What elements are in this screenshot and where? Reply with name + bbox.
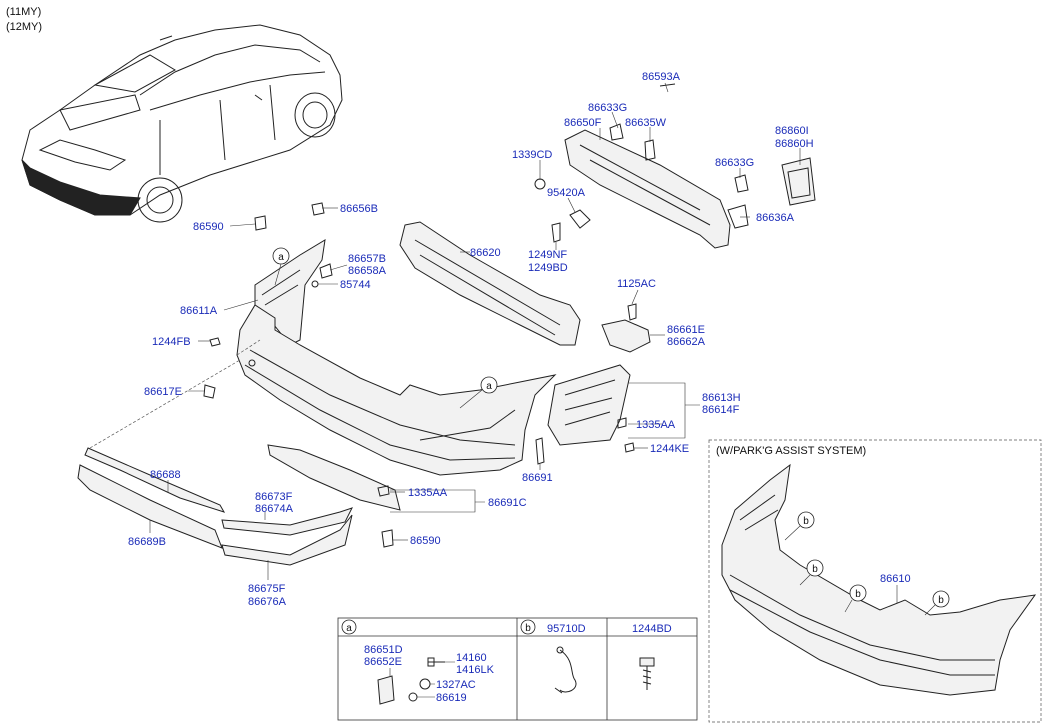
label-1249NF: 1249NF: [528, 249, 567, 261]
svg-text:a: a: [486, 381, 492, 392]
label-85744: 85744: [340, 279, 371, 291]
label-86688: 86688: [150, 469, 181, 481]
label-86610: 86610: [880, 573, 911, 585]
label-1335AA-b: 1335AA: [408, 487, 448, 499]
screw-85744: [311, 280, 319, 288]
callout-a-lower: a: [459, 376, 498, 409]
bolt-1249NF: [551, 222, 561, 243]
label-86673F: 86673F: [255, 491, 293, 503]
garnish-86689B: [77, 464, 223, 549]
bracket-86636A: [727, 204, 749, 229]
screw-1244KE: [624, 442, 635, 453]
nut-1335AA-b: [377, 485, 390, 497]
bracket-86860: [781, 157, 816, 206]
label-86676A: 86676A: [248, 596, 287, 608]
label-86691: 86691: [522, 472, 553, 484]
label-86614F: 86614F: [702, 404, 740, 416]
legend-14160: 14160: [456, 652, 487, 664]
strip-86675F: [221, 514, 353, 566]
label-86620: 86620: [470, 247, 501, 259]
label-86860I: 86860I: [775, 125, 809, 137]
label-1125AC: 1125AC: [617, 278, 656, 290]
part-86657B: [319, 263, 333, 279]
legend-86651D: 86651D: [364, 644, 403, 656]
label-1244FB: 1244FB: [152, 336, 191, 348]
label-86650F: 86650F: [564, 117, 602, 129]
clip-86633G-b: [734, 174, 749, 193]
bolt-86691: [535, 437, 545, 465]
svg-text:b: b: [812, 564, 818, 575]
park-assist-frame: [708, 439, 1042, 723]
legend-col-a: a: [346, 623, 352, 634]
svg-text:a: a: [278, 252, 284, 263]
label-86656B: 86656B: [340, 203, 378, 215]
label-86662A: 86662A: [667, 336, 706, 348]
car-illustration: [21, 24, 343, 223]
label-86633G-b: 86633G: [715, 157, 754, 169]
rear-bumper-beam-bracket: [564, 129, 731, 249]
label-86636A: 86636A: [756, 212, 795, 224]
cap-86617E: [203, 384, 216, 399]
garnish-86688: [84, 447, 226, 513]
label-86675F: 86675F: [248, 583, 286, 595]
label-86689B: 86689B: [128, 536, 166, 548]
label-86674A: 86674A: [255, 503, 294, 515]
label-86613H: 86613H: [702, 392, 741, 404]
label-86611A: 86611A: [180, 305, 218, 317]
legend-1416LK: 1416LK: [456, 664, 495, 676]
label-86635W: 86635W: [625, 117, 667, 129]
nut-1335AA-a: [617, 417, 627, 429]
clip-86590-b: [381, 529, 394, 548]
label-1335AA-a: 1335AA: [636, 419, 676, 431]
nut-1339CD: [534, 178, 546, 190]
sensor-95420A: [569, 209, 591, 229]
legend-95710D: 95710D: [547, 623, 586, 635]
clip-86635W: [644, 139, 656, 161]
label-1339CD: 1339CD: [512, 149, 552, 161]
label-86658A: 86658A: [348, 265, 387, 277]
park-assist-inset: (W/PARK'G ASSIST SYSTEM) b b b b 86610: [708, 439, 1042, 723]
label-86590-b: 86590: [410, 535, 441, 547]
leader-lines: [149, 82, 898, 603]
svg-text:b: b: [803, 516, 809, 527]
label-86593A: 86593A: [642, 71, 681, 83]
label-95420A: 95420A: [547, 187, 586, 199]
legend-1327AC: 1327AC: [436, 679, 476, 691]
svg-text:b: b: [938, 595, 944, 606]
label-86633G-a: 86633G: [588, 102, 627, 114]
label-86590-a: 86590: [193, 221, 224, 233]
label-86657B: 86657B: [348, 253, 386, 265]
label-1249BD: 1249BD: [528, 262, 568, 274]
bracket-86661E: [601, 319, 651, 353]
clip-86590-a: [254, 215, 267, 231]
part-86593A-shape: [659, 83, 676, 87]
label-86860H: 86860H: [775, 138, 814, 150]
legend-table: a b 95710D 1244BD 86651D 86652E 14160 14…: [337, 617, 698, 721]
support-86691C: [267, 444, 401, 511]
label-1244KE: 1244KE: [650, 443, 689, 455]
callout-a-upper: a: [272, 247, 290, 286]
side-bracket-86613H: [547, 364, 631, 446]
legend-1244BD: 1244BD: [632, 623, 672, 635]
strip-86673F: [221, 507, 353, 536]
legend-86619: 86619: [436, 692, 467, 704]
rear-bumper-cover: [236, 304, 557, 476]
label-86691C: 86691C: [488, 497, 527, 509]
bolt-1125AC: [627, 303, 637, 321]
clip-86633G-a: [609, 123, 624, 141]
model-year-11: (11MY): [6, 6, 41, 18]
screw-1244FB: [209, 337, 221, 347]
legend-86652E: 86652E: [364, 656, 402, 668]
model-year-12: (12MY): [6, 21, 42, 33]
park-assist-title: (W/PARK'G ASSIST SYSTEM): [716, 445, 866, 457]
svg-text:b: b: [855, 589, 861, 600]
clip-86656B: [311, 202, 325, 216]
legend-col-b: b: [525, 623, 531, 634]
label-86617E: 86617E: [144, 386, 182, 398]
energy-absorber-86620: [399, 221, 581, 346]
label-86661E: 86661E: [667, 324, 705, 336]
